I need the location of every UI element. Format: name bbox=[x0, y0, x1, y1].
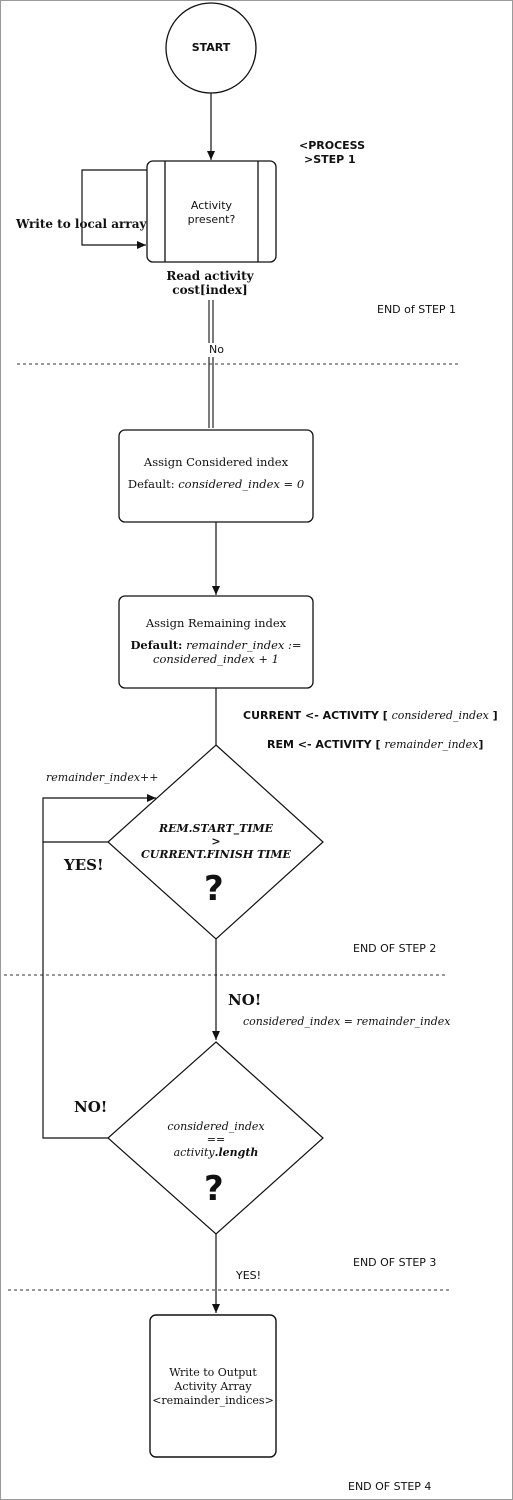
edge-local-array-loop bbox=[81, 169, 147, 249]
yes-loop-label: YES! bbox=[64, 856, 104, 874]
edge-no-loop bbox=[42, 842, 108, 1139]
remaining-default-expr-1: remainder_index := bbox=[186, 638, 302, 652]
decision-length-text: considered_index == activity.length bbox=[167, 1120, 265, 1159]
assign-remaining-text: Assign Remaining index Default: remainde… bbox=[119, 616, 313, 666]
considered-update-label: considered_index = remainder_index bbox=[243, 1015, 451, 1028]
considered-default-label: Default: bbox=[127, 477, 175, 491]
edge-yes-loop bbox=[42, 794, 156, 843]
write-output-box bbox=[149, 1314, 277, 1458]
end-step-4-label: END OF STEP 4 bbox=[348, 1480, 432, 1493]
rem-assign-label: REM <- ACTIVITY [ remainder_index] bbox=[267, 738, 484, 751]
assign-considered-title: Assign Considered index bbox=[143, 455, 289, 469]
question-mark-icon: ? bbox=[204, 1169, 224, 1209]
end-step-2-label: END OF STEP 2 bbox=[353, 942, 437, 955]
write-output-text: Write to Output Activity Array <remainde… bbox=[152, 1366, 274, 1407]
no-label-3: NO! bbox=[74, 1098, 108, 1116]
remainder-increment-label: remainder_index++ bbox=[46, 771, 159, 784]
no-label-2: NO! bbox=[228, 991, 262, 1009]
considered-default-expr: considered_index = 0 bbox=[178, 477, 305, 491]
yes-final-label: YES! bbox=[236, 1269, 262, 1282]
start-label: START bbox=[191, 41, 231, 54]
end-step-1-label: END of STEP 1 bbox=[377, 303, 457, 316]
assign-remaining-title: Assign Remaining index bbox=[145, 616, 287, 630]
activity-present-box bbox=[146, 160, 277, 263]
current-assign-label: CURRENT <- ACTIVITY [ considered_index ] bbox=[243, 709, 498, 722]
process-step-1-label: <PROCESS >STEP 1 bbox=[299, 139, 366, 166]
decision-time-text: REM.START_TIME > CURRENT.FINISH TIME bbox=[141, 822, 291, 861]
assign-considered-text: Assign Considered index Default: conside… bbox=[119, 455, 313, 491]
no-label-1: No bbox=[208, 343, 225, 357]
remaining-default-label: Default: bbox=[130, 638, 183, 652]
write-local-array-label: Write to local array bbox=[16, 217, 147, 231]
question-mark-icon: ? bbox=[204, 869, 224, 909]
read-activity-cost-label: Read activity cost[index] bbox=[166, 269, 254, 297]
end-step-3-label: END OF STEP 3 bbox=[353, 1256, 437, 1269]
activity-present-text: Activity present? bbox=[187, 199, 236, 226]
remaining-default-expr-2: considered_index + 1 bbox=[153, 652, 279, 666]
